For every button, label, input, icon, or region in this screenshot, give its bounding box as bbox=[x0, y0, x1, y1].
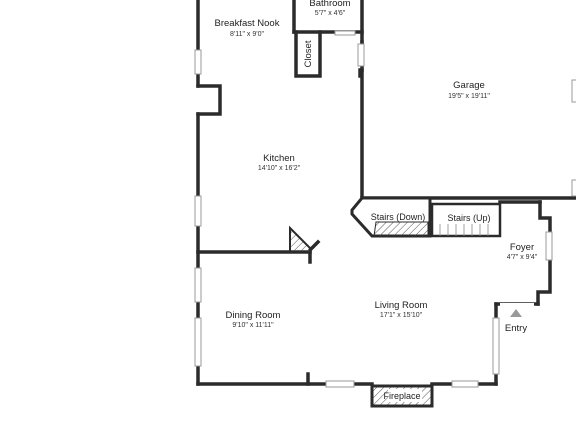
garage-walls bbox=[360, 0, 576, 200]
breakfast-nook-name: Breakfast Nook bbox=[215, 18, 280, 29]
kitchen-dims: 14'10" x 16'2" bbox=[258, 165, 301, 172]
stairs-up-label: Stairs (Up) bbox=[447, 213, 490, 223]
closet-name: Closet bbox=[303, 40, 314, 67]
breakfast-nook-dims: 8'11" x 9'0" bbox=[230, 31, 264, 38]
main-walls bbox=[194, 0, 553, 388]
fireplace-label: Fireplace bbox=[383, 391, 420, 401]
foyer-dims: 4'7" x 9'4" bbox=[507, 254, 538, 261]
stairs bbox=[350, 196, 502, 238]
garage-dims: 19'5" x 19'11" bbox=[448, 93, 490, 100]
garage-name: Garage bbox=[453, 80, 485, 91]
living-room-name: Living Room bbox=[375, 300, 428, 311]
dining-room-dims: 9'10" x 11'11" bbox=[232, 322, 274, 329]
kitchen-name: Kitchen bbox=[263, 153, 295, 164]
entry-name: Entry bbox=[505, 323, 527, 334]
foyer-name: Foyer bbox=[510, 242, 534, 253]
fireplace bbox=[370, 384, 434, 408]
entry-arrow-icon bbox=[500, 303, 534, 317]
dining-room-name: Dining Room bbox=[226, 310, 281, 321]
bathroom-name: Bathroom bbox=[309, 0, 350, 9]
living-room-dims: 17'1" x 15'10" bbox=[380, 312, 423, 319]
stairs-down-label: Stairs (Down) bbox=[371, 212, 426, 222]
bathroom-dims: 5'7" x 4'6" bbox=[315, 10, 346, 17]
